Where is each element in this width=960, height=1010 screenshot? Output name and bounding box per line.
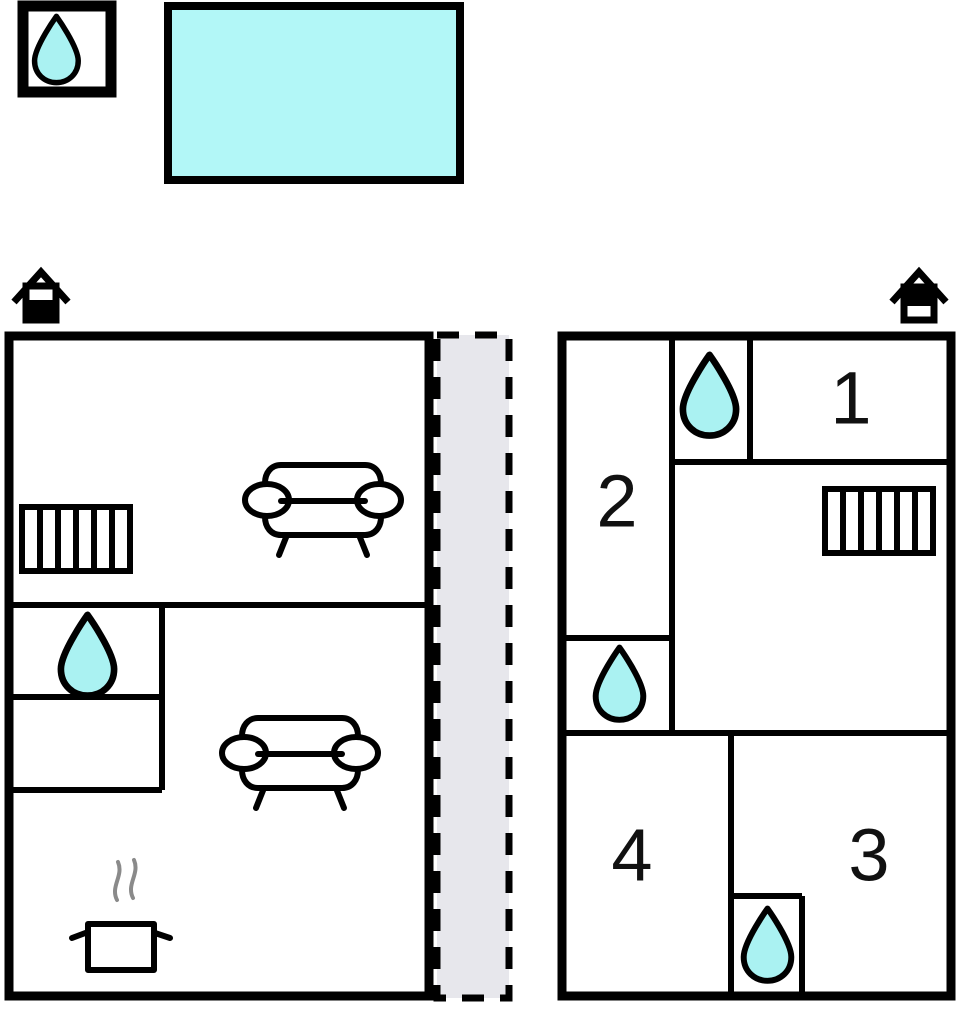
house-ground-floor-icon (11, 266, 71, 324)
terrace-area (433, 331, 513, 1002)
upper-floor-outer-wall (557, 331, 956, 1001)
cooking-pot-icon (69, 858, 173, 973)
room-number-4: 4 (611, 814, 652, 897)
room-number-3: 3 (848, 814, 889, 897)
steam-right (129, 858, 138, 900)
ground-floor-outer-wall (4, 331, 434, 1001)
pot-body (85, 921, 157, 973)
radiator-icon (825, 489, 933, 553)
upper-floor-plan: 1 2 3 4 (557, 331, 956, 1001)
ground-floor-plan (4, 331, 513, 1002)
legend (17, 0, 464, 184)
room-number-1: 1 (830, 357, 871, 440)
room-number-2: 2 (596, 460, 637, 543)
steam-left (113, 860, 122, 902)
house-upper-floor-icon (889, 266, 949, 324)
pool-rectangle (164, 2, 464, 184)
radiator-icon (22, 507, 130, 571)
legend-water-drop-item (17, 0, 117, 98)
